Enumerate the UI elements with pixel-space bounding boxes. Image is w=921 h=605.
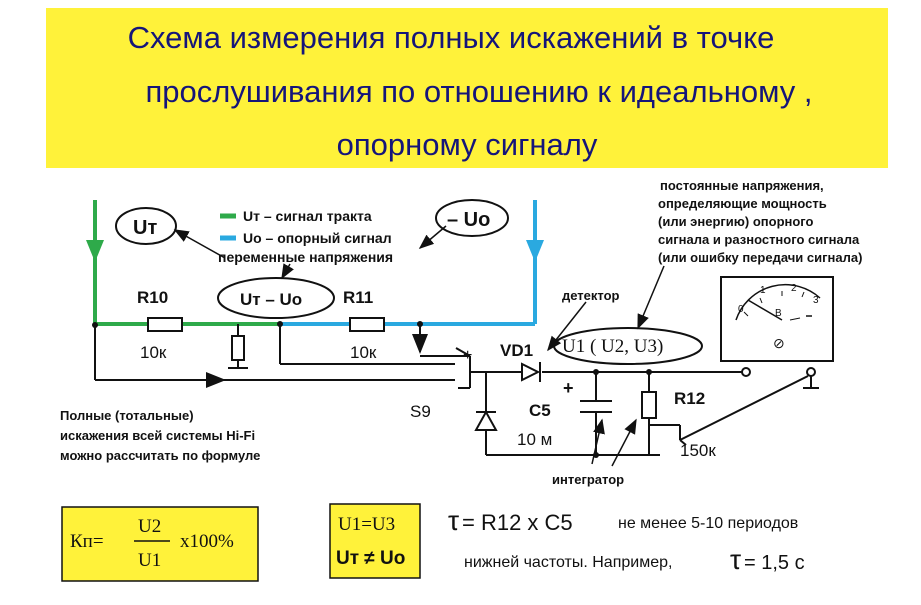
diode-vd1 bbox=[521, 362, 541, 382]
title-line-3: опорному сигналу bbox=[336, 127, 598, 162]
r12-label: R12 bbox=[674, 389, 705, 408]
meter-unit-letter: В bbox=[775, 308, 782, 319]
dc-note-line-4: сигнала и разностного сигнала bbox=[658, 232, 860, 247]
capacitor-c5 bbox=[580, 400, 612, 413]
title-line-1: Схема измерения полных искажений в точке bbox=[127, 20, 775, 55]
meter-scale-0: 0 bbox=[738, 304, 744, 315]
meter-scale-1: 1 bbox=[760, 285, 766, 296]
tau-example: = 1,5 с bbox=[744, 552, 805, 574]
r12-value: 150к bbox=[680, 441, 716, 460]
reference-path bbox=[280, 200, 544, 326]
dc-note-line-2: определяющие мощность bbox=[658, 196, 827, 211]
meter-scale-3: 3 bbox=[813, 295, 819, 306]
diff-ellipse bbox=[217, 277, 335, 319]
kp-label: Кп= bbox=[70, 531, 104, 552]
tau-note: не менее 5-10 периодов bbox=[618, 515, 798, 532]
meter-scale-2: 2 bbox=[791, 283, 797, 294]
lower-wire bbox=[94, 324, 455, 381]
distortion-note-2: искажения всей системы Hi-Fi bbox=[60, 428, 255, 443]
kp-percent: x100% bbox=[180, 531, 234, 552]
tau-note-2: нижней частоты. Например, bbox=[464, 554, 672, 571]
c5-label: C5 bbox=[529, 401, 551, 420]
title-panel: Схема измерения полных искажений в точке… bbox=[46, 8, 888, 168]
svg-text:+: + bbox=[563, 378, 574, 398]
equality-text: U1=U3 bbox=[338, 514, 395, 535]
inequality-text: Uт ≠ Uo bbox=[336, 548, 405, 569]
vd1-label: VD1 bbox=[500, 341, 533, 360]
kp-formula-box bbox=[61, 506, 259, 582]
c5-value: 10 м bbox=[517, 430, 552, 449]
uo-label: – Uo bbox=[447, 209, 490, 231]
dc-note-line-5: (или ошибку передачи сигнала) bbox=[658, 250, 862, 265]
kp-numerator: U2 bbox=[138, 516, 161, 537]
ut-label: Uт bbox=[133, 217, 157, 239]
legend-ut-desc: Uт – сигнал тракта bbox=[243, 208, 372, 224]
equality-box bbox=[329, 503, 421, 579]
diode-shunt bbox=[474, 409, 498, 431]
detector-label: детектор bbox=[562, 288, 620, 303]
resistor-r10 bbox=[147, 317, 183, 332]
voltmeter bbox=[720, 276, 834, 362]
tau-expression: = R12 x C5 bbox=[462, 510, 573, 535]
output-terminal-minus bbox=[806, 367, 816, 377]
distortion-note-3: можно рассчитать по формуле bbox=[60, 448, 260, 463]
ac-voltages-label: переменные напряжения bbox=[218, 249, 393, 265]
tau-symbol-example: τ bbox=[730, 544, 741, 575]
legend-uo-desc: Uo – опорный сигнал bbox=[243, 230, 392, 246]
resistor-r11 bbox=[349, 317, 385, 332]
u-labels: U1 ( U2, U3) bbox=[562, 336, 663, 357]
s9-label: S9 bbox=[410, 402, 431, 421]
shunt-element bbox=[228, 324, 248, 369]
uo-ellipse bbox=[435, 199, 509, 237]
ut-ellipse bbox=[115, 207, 177, 245]
output-terminal-plus bbox=[741, 367, 751, 377]
tau-symbol: τ bbox=[448, 505, 459, 536]
svg-text:+: + bbox=[463, 347, 472, 364]
integrator-label: интегратор bbox=[552, 472, 624, 487]
dc-note-line-3: (или энергию) опорного bbox=[658, 214, 814, 229]
adjust-screw-icon: ⊘ bbox=[773, 335, 785, 351]
distortion-note-1: Полные (тотальные) bbox=[60, 408, 194, 423]
kp-denominator: U1 bbox=[138, 550, 161, 571]
r11-label: R11 bbox=[343, 288, 373, 307]
signal-path bbox=[86, 200, 280, 326]
r11-value: 10к bbox=[350, 343, 377, 362]
diff-label: Uт – Uo bbox=[240, 290, 302, 309]
dc-note-line-1: постоянные напряжения, bbox=[660, 178, 824, 193]
resistor-r12 bbox=[641, 391, 657, 419]
r10-value: 10к bbox=[140, 343, 167, 362]
title-line-2: прослушивания по отношению к идеальному … bbox=[145, 74, 813, 109]
r10-label: R10 bbox=[137, 288, 168, 307]
